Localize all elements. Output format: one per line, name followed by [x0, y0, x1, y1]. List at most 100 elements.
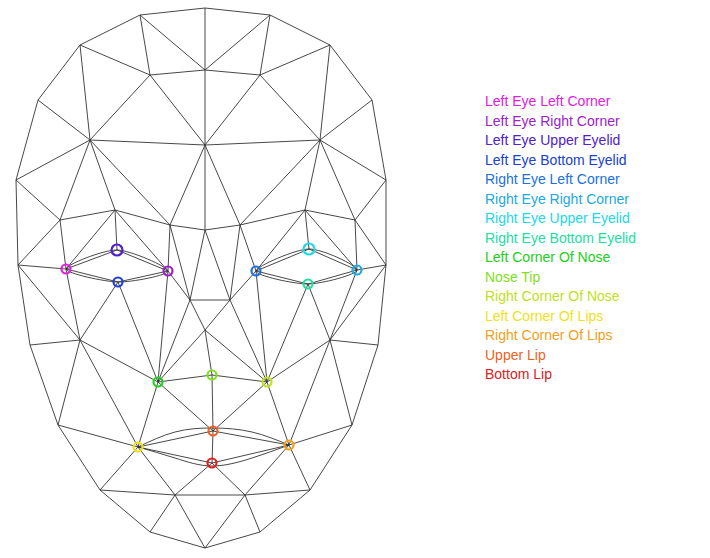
mesh-edge — [60, 220, 66, 269]
mesh-edge — [60, 210, 115, 220]
mesh-edge — [100, 490, 175, 495]
mesh-edge — [256, 249, 309, 271]
mesh-edge — [230, 271, 256, 300]
mesh-edge — [150, 75, 205, 145]
landmark-marker — [263, 378, 272, 387]
mesh-edge — [267, 284, 308, 382]
mesh-edge — [118, 282, 158, 382]
mesh-edge — [289, 340, 330, 445]
mesh-edge — [212, 463, 245, 495]
mesh-edge — [352, 345, 378, 425]
mesh-edge — [18, 265, 66, 269]
legend-entry: Right Eye Bottom Eyelid — [485, 229, 636, 249]
mesh-edge — [289, 445, 310, 490]
mesh-edge — [58, 425, 100, 490]
mesh-edge — [256, 271, 308, 284]
mesh-lines — [16, 8, 386, 548]
mesh-edge — [308, 270, 357, 284]
mesh-edge — [38, 45, 80, 100]
mesh-edge — [158, 300, 190, 382]
mesh-edge — [158, 382, 213, 431]
mesh-edge — [138, 431, 213, 447]
mesh-edge — [330, 265, 386, 340]
mesh-edge — [158, 271, 168, 382]
mesh-edge — [305, 140, 320, 210]
legend-text: Left Corner Of Nose — [485, 249, 610, 265]
legend-text: Left Eye Bottom Eyelid — [485, 152, 627, 168]
mesh-edge — [245, 495, 260, 532]
mesh-edge — [267, 340, 330, 382]
mesh-edge — [100, 447, 138, 490]
landmark-marker — [112, 245, 123, 256]
legend-entry: Right Eye Upper Eyelid — [485, 209, 636, 229]
legend-entry: Left Corner Of Nose — [485, 248, 636, 268]
mesh-edge — [310, 425, 352, 490]
mesh-edge — [355, 180, 386, 220]
legend-text: Left Eye Upper Eyelid — [485, 132, 620, 148]
mesh-edge — [260, 75, 320, 140]
mesh-edge — [386, 180, 387, 265]
landmark-marker — [134, 443, 143, 452]
legend-text: Right Eye Right Corner — [485, 191, 629, 207]
mesh-edge — [320, 45, 330, 140]
mesh-edge — [270, 15, 330, 45]
mesh-edge — [170, 145, 205, 225]
mesh-edge — [117, 250, 168, 271]
mesh-edge — [158, 375, 212, 382]
legend-text: Right Eye Bottom Eyelid — [485, 230, 636, 246]
lip-curve — [138, 428, 289, 447]
mesh-edge — [205, 8, 270, 15]
legend-text: Left Eye Left Corner — [485, 93, 610, 109]
mesh-edge — [175, 495, 205, 548]
mesh-edge — [205, 225, 240, 230]
mesh-edge — [18, 220, 60, 265]
mesh-edge — [205, 330, 212, 375]
mesh-edge — [170, 225, 205, 230]
mesh-edge — [140, 15, 150, 75]
mesh-edge — [213, 431, 289, 445]
mesh-edge — [60, 140, 90, 220]
legend-text: Left Corner Of Lips — [485, 308, 603, 324]
legend-entry: Right Eye Right Corner — [485, 190, 636, 210]
mesh-edge — [245, 490, 310, 495]
mesh-edge — [355, 220, 386, 265]
mesh-edge — [170, 225, 190, 300]
mesh-edge — [212, 375, 267, 382]
mesh-edge — [138, 382, 158, 447]
mesh-edge — [205, 145, 206, 230]
mesh-edge — [330, 340, 378, 345]
mesh-edge — [66, 250, 117, 269]
mesh-edge — [90, 140, 115, 210]
mesh-edge — [320, 140, 355, 220]
mesh-edge — [150, 70, 205, 75]
mesh-edge — [212, 445, 289, 463]
mesh-edge — [30, 345, 58, 425]
legend-text: Nose Tip — [485, 269, 540, 285]
mesh-edge — [289, 425, 352, 445]
legend-entry: Nose Tip — [485, 268, 636, 288]
landmark-marker — [353, 266, 362, 275]
mesh-edge — [115, 210, 170, 225]
landmark-marker — [285, 441, 294, 450]
landmark-marker — [164, 267, 173, 276]
mesh-edge — [256, 271, 267, 382]
mesh-edge — [30, 340, 80, 345]
mesh-edge — [150, 495, 175, 532]
mesh-edge — [205, 230, 230, 300]
landmark-marker — [208, 371, 217, 380]
landmarks — [62, 244, 362, 468]
mesh-edge — [150, 532, 205, 548]
mesh-edge — [18, 265, 30, 345]
mesh-edge — [168, 225, 170, 271]
mesh-edge — [190, 300, 205, 330]
legend-text: Left Eye Right Corner — [485, 113, 620, 129]
mesh-edge — [190, 300, 230, 301]
mesh-edge — [205, 140, 320, 145]
legend-text: Right Eye Upper Eyelid — [485, 210, 630, 226]
landmark-marker — [62, 265, 71, 274]
landmark-marker — [304, 244, 315, 255]
mesh-edge — [230, 225, 240, 300]
mesh-edge — [138, 447, 212, 463]
mesh-edge — [80, 282, 118, 340]
landmark-marker — [114, 278, 123, 287]
